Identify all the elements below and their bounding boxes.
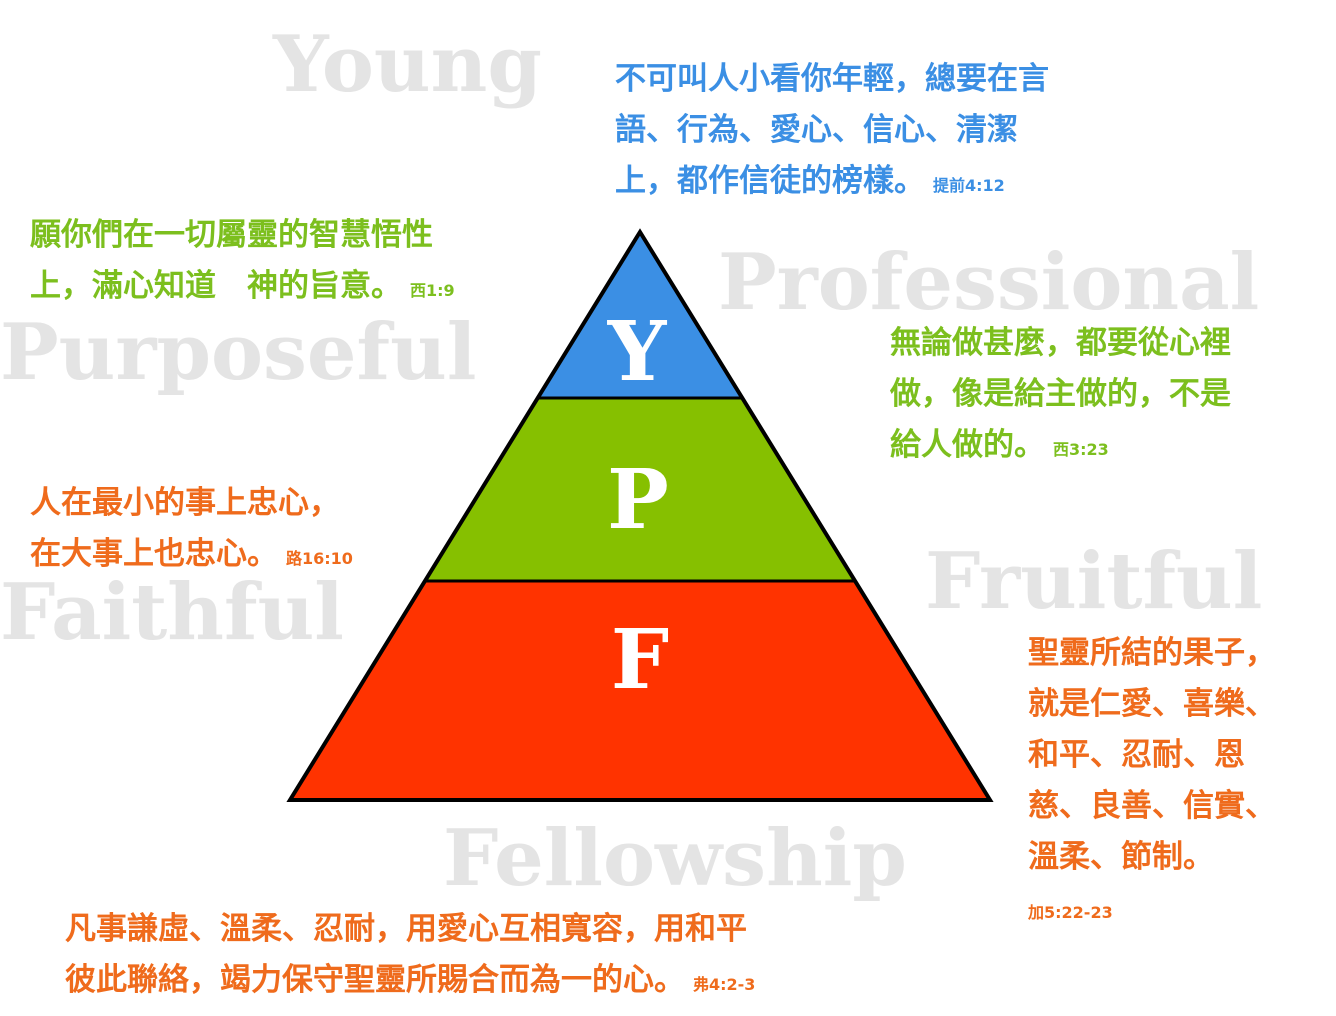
verse-reference: 加5:22-23 — [1028, 903, 1113, 922]
verse-line: 慈、良善、信實、 — [1028, 788, 1276, 824]
verse-reference: 弗4:2-3 — [693, 975, 756, 994]
verse-line: 就是仁愛、喜樂、 — [1028, 686, 1276, 722]
verse-line: 語、行為、愛心、信心、清潔 — [615, 112, 1018, 148]
verse-line: 上，都作信徒的榜樣。 — [615, 163, 925, 199]
verse-line: 彼此聯絡，竭力保守聖靈所賜合而為一的心。 — [65, 962, 685, 998]
watermark-fellowship: Fellowship — [443, 813, 907, 904]
verse-fruitful: 聖靈所結的果子， 就是仁愛、喜樂、 和平、忍耐、恩 慈、良善、信實、 溫柔、節制… — [1028, 628, 1276, 923]
verse-line: 給人做的。 — [890, 427, 1045, 463]
pyramid-label-p: P — [607, 452, 669, 548]
verse-faithful: 人在最小的事上忠心， 在大事上也忠心。路16:10 — [30, 478, 353, 584]
verse-purposeful: 願你們在一切屬靈的智慧悟性 上，滿心知道 神的旨意。西1:9 — [30, 210, 455, 316]
watermark-young: Young — [273, 19, 542, 110]
verse-reference: 提前4:12 — [933, 176, 1005, 195]
pyramid-label-y: Y — [607, 304, 667, 400]
verse-professional: 無論做甚麼，都要從心裡 做，像是給主做的，不是 給人做的。西3:23 — [890, 318, 1231, 475]
verse-reference: 路16:10 — [286, 549, 353, 568]
verse-line: 上，滿心知道 神的旨意。 — [30, 268, 402, 304]
verse-line: 和平、忍耐、恩 — [1028, 737, 1245, 773]
verse-line: 人在最小的事上忠心， — [30, 485, 340, 521]
pyramid-bottom-section — [290, 581, 990, 800]
verse-fellowship: 凡事謙虛、溫柔、忍耐，用愛心互相寬容，用和平 彼此聯絡，竭力保守聖靈所賜合而為一… — [65, 904, 755, 1010]
watermark-purposeful: Purposeful — [0, 307, 477, 398]
verse-line: 不可叫人小看你年輕，總要在言 — [615, 61, 1049, 97]
verse-line: 願你們在一切屬靈的智慧悟性 — [30, 217, 433, 253]
verse-reference: 西1:9 — [410, 281, 455, 300]
verse-line: 在大事上也忠心。 — [30, 536, 278, 572]
pyramid-label-f: F — [610, 612, 670, 708]
verse-reference: 西3:23 — [1053, 440, 1109, 459]
pyramid-top-section — [538, 232, 742, 398]
verse-young: 不可叫人小看你年輕，總要在言 語、行為、愛心、信心、清潔 上，都作信徒的榜樣。提… — [615, 54, 1049, 211]
verse-line: 無論做甚麼，都要從心裡 — [890, 325, 1231, 361]
pyramid-middle-section — [426, 398, 854, 581]
watermark-professional: Professional — [718, 237, 1260, 328]
verse-line: 做，像是給主做的，不是 — [890, 376, 1231, 412]
verse-line: 凡事謙虛、溫柔、忍耐，用愛心互相寬容，用和平 — [65, 911, 747, 947]
watermark-faithful: Faithful — [0, 567, 344, 658]
watermark-fruitful: Fruitful — [925, 536, 1263, 627]
verse-line: 溫柔、節制。 — [1028, 839, 1214, 875]
verse-line: 聖靈所結的果子， — [1028, 635, 1276, 671]
